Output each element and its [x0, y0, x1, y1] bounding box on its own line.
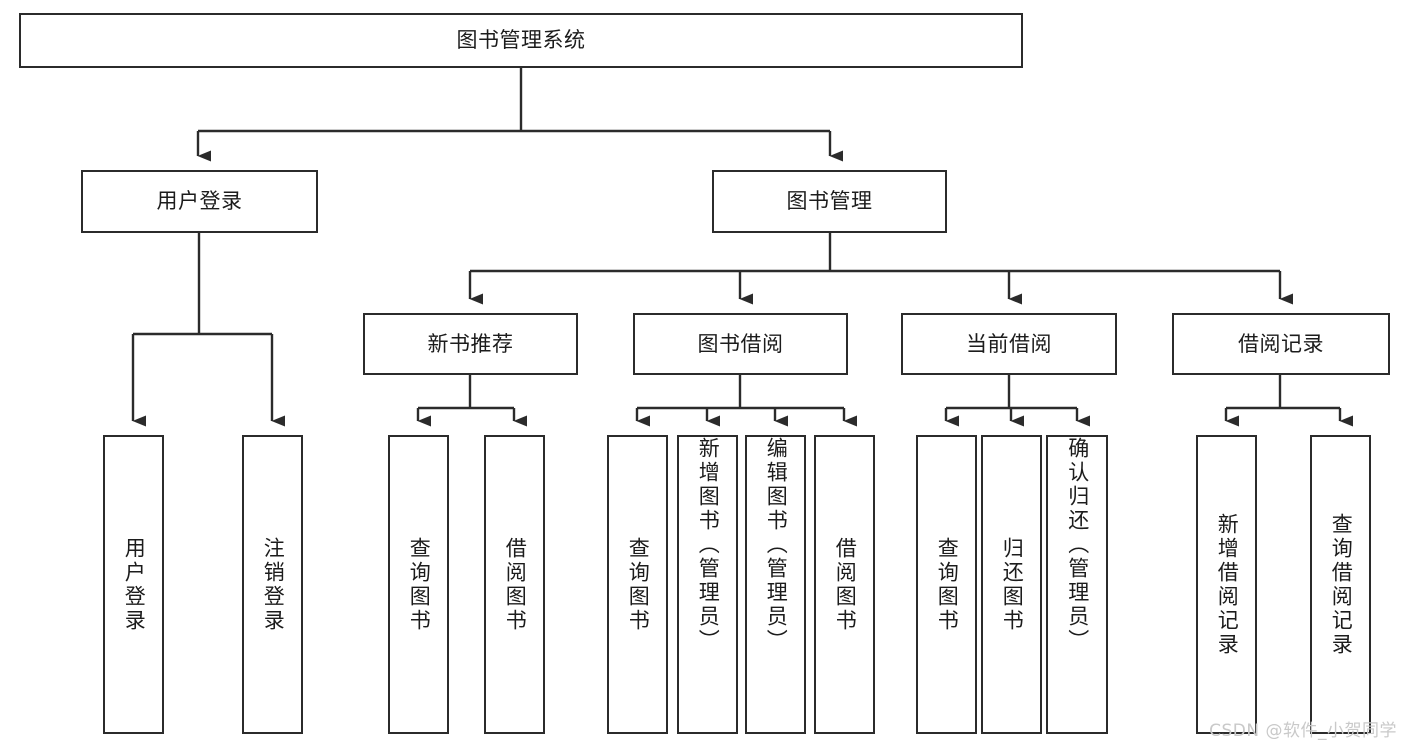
leaf-borrow-borrow-book[interactable]: 借阅图书 [814, 435, 875, 734]
node-label: 图书管理系统 [456, 28, 586, 53]
leaf-borrow-query-book[interactable]: 查询图书 [607, 435, 668, 734]
node-label: 编辑图书（管理员） [764, 437, 789, 653]
node-root-book-management-system[interactable]: 图书管理系统 [19, 13, 1023, 68]
node-label: 借阅图书 [833, 536, 858, 633]
node-book-borrow[interactable]: 图书借阅 [633, 313, 848, 375]
node-label: 查询图书 [935, 536, 960, 633]
leaf-new-book-borrow-book[interactable]: 借阅图书 [484, 435, 545, 734]
node-new-book-recommend[interactable]: 新书推荐 [363, 313, 578, 375]
node-label: 查询借阅记录 [1329, 512, 1354, 657]
leaf-current-return-book[interactable]: 归还图书 [981, 435, 1042, 734]
node-label: 用户登录 [156, 189, 243, 214]
leaf-record-query-record[interactable]: 查询借阅记录 [1310, 435, 1371, 734]
node-user-login[interactable]: 用户登录 [81, 170, 318, 233]
leaf-current-confirm-return-admin[interactable]: 确认归还（管理员） [1046, 435, 1108, 734]
node-label: 借阅图书 [503, 536, 528, 633]
node-label: 新书推荐 [427, 331, 514, 356]
node-label: 新增图书（管理员） [696, 437, 721, 653]
node-label: 借阅记录 [1238, 331, 1324, 356]
node-label: 查询图书 [407, 536, 432, 633]
node-label: 图书管理 [786, 189, 873, 214]
node-current-borrow[interactable]: 当前借阅 [901, 313, 1117, 375]
leaf-user-login-logout[interactable]: 注销登录 [242, 435, 303, 734]
node-label: 当前借阅 [966, 331, 1052, 356]
node-label: 用户登录 [122, 536, 147, 633]
node-label: 归还图书 [1000, 536, 1025, 633]
leaf-borrow-edit-book-admin[interactable]: 编辑图书（管理员） [745, 435, 806, 734]
leaf-borrow-add-book-admin[interactable]: 新增图书（管理员） [677, 435, 738, 734]
node-label: 注销登录 [261, 536, 286, 633]
node-label: 查询图书 [626, 536, 651, 633]
leaf-new-book-query-book[interactable]: 查询图书 [388, 435, 449, 734]
node-label: 图书借阅 [697, 331, 784, 356]
leaf-user-login-login[interactable]: 用户登录 [103, 435, 164, 734]
node-borrow-record[interactable]: 借阅记录 [1172, 313, 1390, 375]
node-book-management[interactable]: 图书管理 [712, 170, 947, 233]
node-label: 确认归还（管理员） [1065, 437, 1090, 653]
leaf-current-query-book[interactable]: 查询图书 [916, 435, 977, 734]
leaf-record-add-record[interactable]: 新增借阅记录 [1196, 435, 1257, 734]
node-label: 新增借阅记录 [1215, 512, 1240, 657]
